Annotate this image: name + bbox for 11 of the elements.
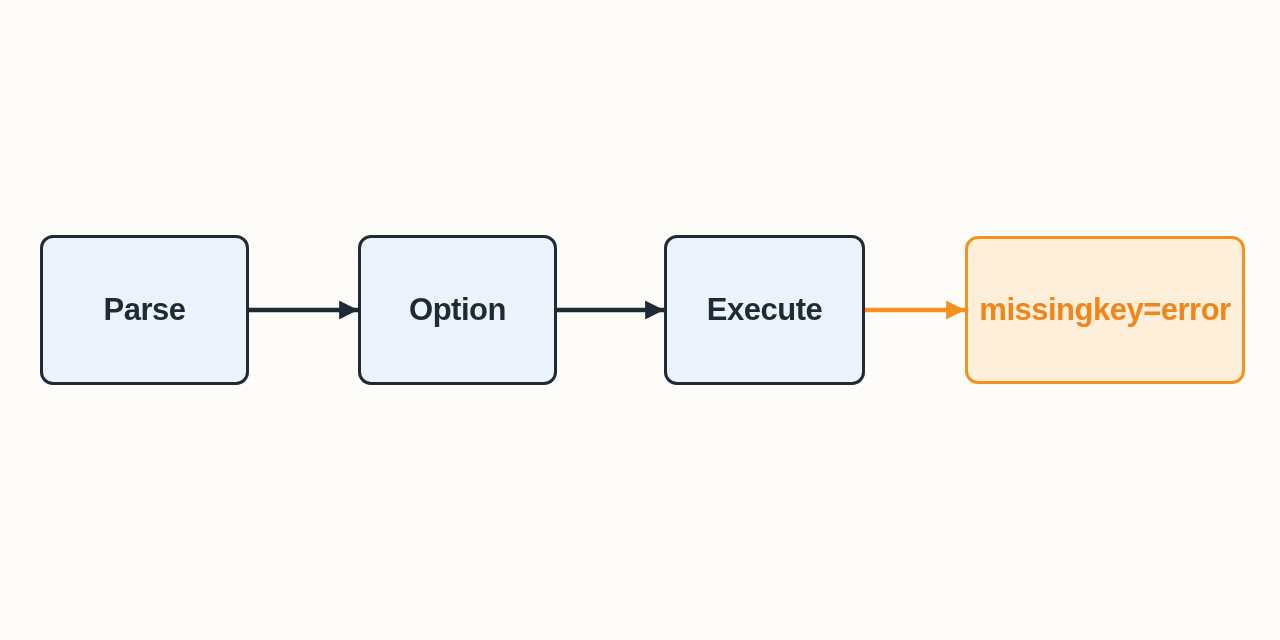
- node-label: Parse: [103, 292, 186, 328]
- arrow: [557, 300, 664, 320]
- process-box: [40, 235, 249, 385]
- process-box: [358, 235, 557, 385]
- process-box: [664, 235, 865, 385]
- node-label: Execute: [706, 292, 823, 328]
- node-label: missingkey=error: [979, 292, 1231, 328]
- arrow: [865, 300, 965, 320]
- arrow: [249, 300, 358, 320]
- node-label: Option: [409, 292, 506, 328]
- process-box: [965, 236, 1245, 384]
